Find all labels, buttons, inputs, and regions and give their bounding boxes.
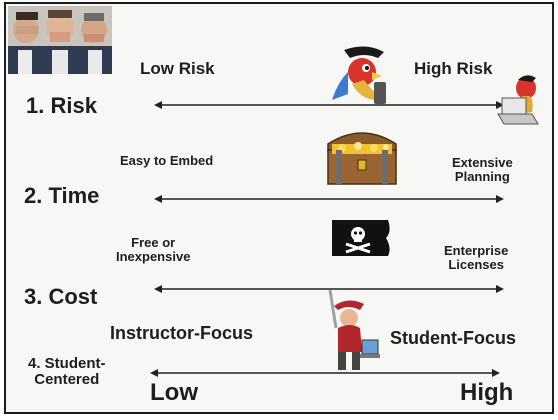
- student-centered-arrow: [150, 369, 500, 377]
- risk-arrow: [154, 101, 504, 109]
- treasure-chest-icon: [327, 132, 397, 185]
- row-title-time: 2. Time: [24, 183, 100, 208]
- time-arrow: [154, 195, 504, 203]
- extensive-planning-label: Extensive Planning: [452, 155, 513, 184]
- parrot-pirate-icon: [332, 46, 386, 104]
- pirate-computer-icon: [328, 289, 380, 370]
- slide: Low Risk High Risk 1. Risk Easy to Embed…: [4, 2, 554, 414]
- people-photo-icon: [8, 6, 112, 74]
- parrot-laptop-icon: [497, 75, 539, 125]
- enterprise-licenses-label: Enterprise Licenses: [444, 243, 509, 272]
- instructor-focus-label: Instructor-Focus: [110, 323, 254, 343]
- low-risk-label: Low Risk: [140, 59, 215, 78]
- row-title-risk: 1. Risk: [26, 93, 97, 118]
- high-risk-label: High Risk: [414, 59, 493, 78]
- scale-low-label: Low: [150, 379, 198, 406]
- row-title-student-centered: 4. Student- Centered: [28, 355, 106, 388]
- free-or-inexpensive-label: Free or Inexpensive: [116, 235, 191, 264]
- scale-high-label: High: [460, 379, 514, 406]
- easy-to-embed-label: Easy to Embed: [120, 153, 214, 168]
- student-focus-label: Student-Focus: [390, 328, 516, 348]
- row-title-cost: 3. Cost: [24, 284, 98, 309]
- pirate-flag-icon: [332, 220, 390, 256]
- cost-arrow: [154, 285, 504, 293]
